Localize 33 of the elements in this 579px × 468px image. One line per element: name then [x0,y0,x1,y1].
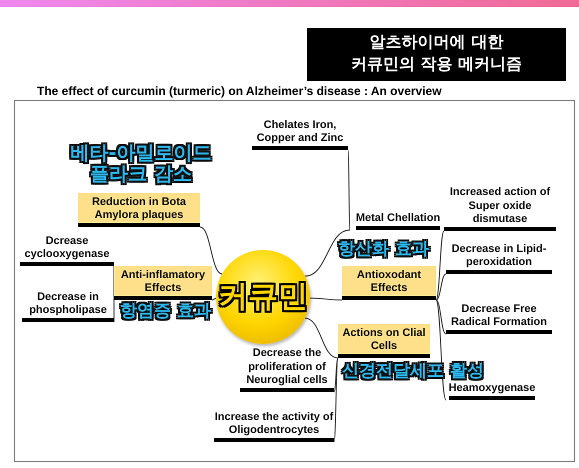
connector-line [436,300,446,400]
subtitle: The effect of curcumin (turmeric) on Alzheimer’s disease : An overview [37,84,442,98]
connector-line [334,358,338,392]
center-label: 커큐민 [218,279,308,315]
node-label: Decrease the proliferation of Neuroglial cells [240,347,334,392]
node-label: Chelates Iron, Copper and Zinc [252,118,348,150]
node-label: Decrease in phospholipase [22,290,114,322]
node-label: Metal Chellation [356,212,440,230]
connector-line [436,274,446,300]
connector-line [436,230,444,300]
node-label: Antioxodant Effects [342,268,436,300]
node-label: Actions on Clial Cells [338,326,430,358]
connector-line [304,230,350,277]
central-circle [216,250,310,344]
node-label: Heamoxygenase [448,382,536,400]
connector-line [436,300,446,334]
connector-line [334,358,338,442]
korean-caption: 항산화 효과 [338,240,429,259]
node-label: Increase the activity of Oligodentrocytes [214,410,334,442]
connector-line [212,298,217,300]
node-label: Anti-inflamatory Effects [114,268,212,300]
connector-line [304,318,338,358]
korean-caption: 베타-아밀로이드 플라크 감소 [70,143,212,185]
node-label: Dcrease cyclooxygenase [20,234,114,266]
node-label: Decrease Free Radical Formation [446,302,552,334]
title: 알츠하이머에 대한 커큐민의 작용 메커니즘 [307,28,566,81]
korean-caption: 항염증 효과 [120,302,211,321]
node-label: Decrease in Lipid-peroxidation [446,242,552,274]
connector-line [348,150,350,230]
node-label: Increased action of Super oxide dismutase [444,186,556,231]
connector-line [309,298,342,300]
node-label: Reduction in Bota Amylora plaques [78,196,200,227]
connector-line [200,226,223,274]
